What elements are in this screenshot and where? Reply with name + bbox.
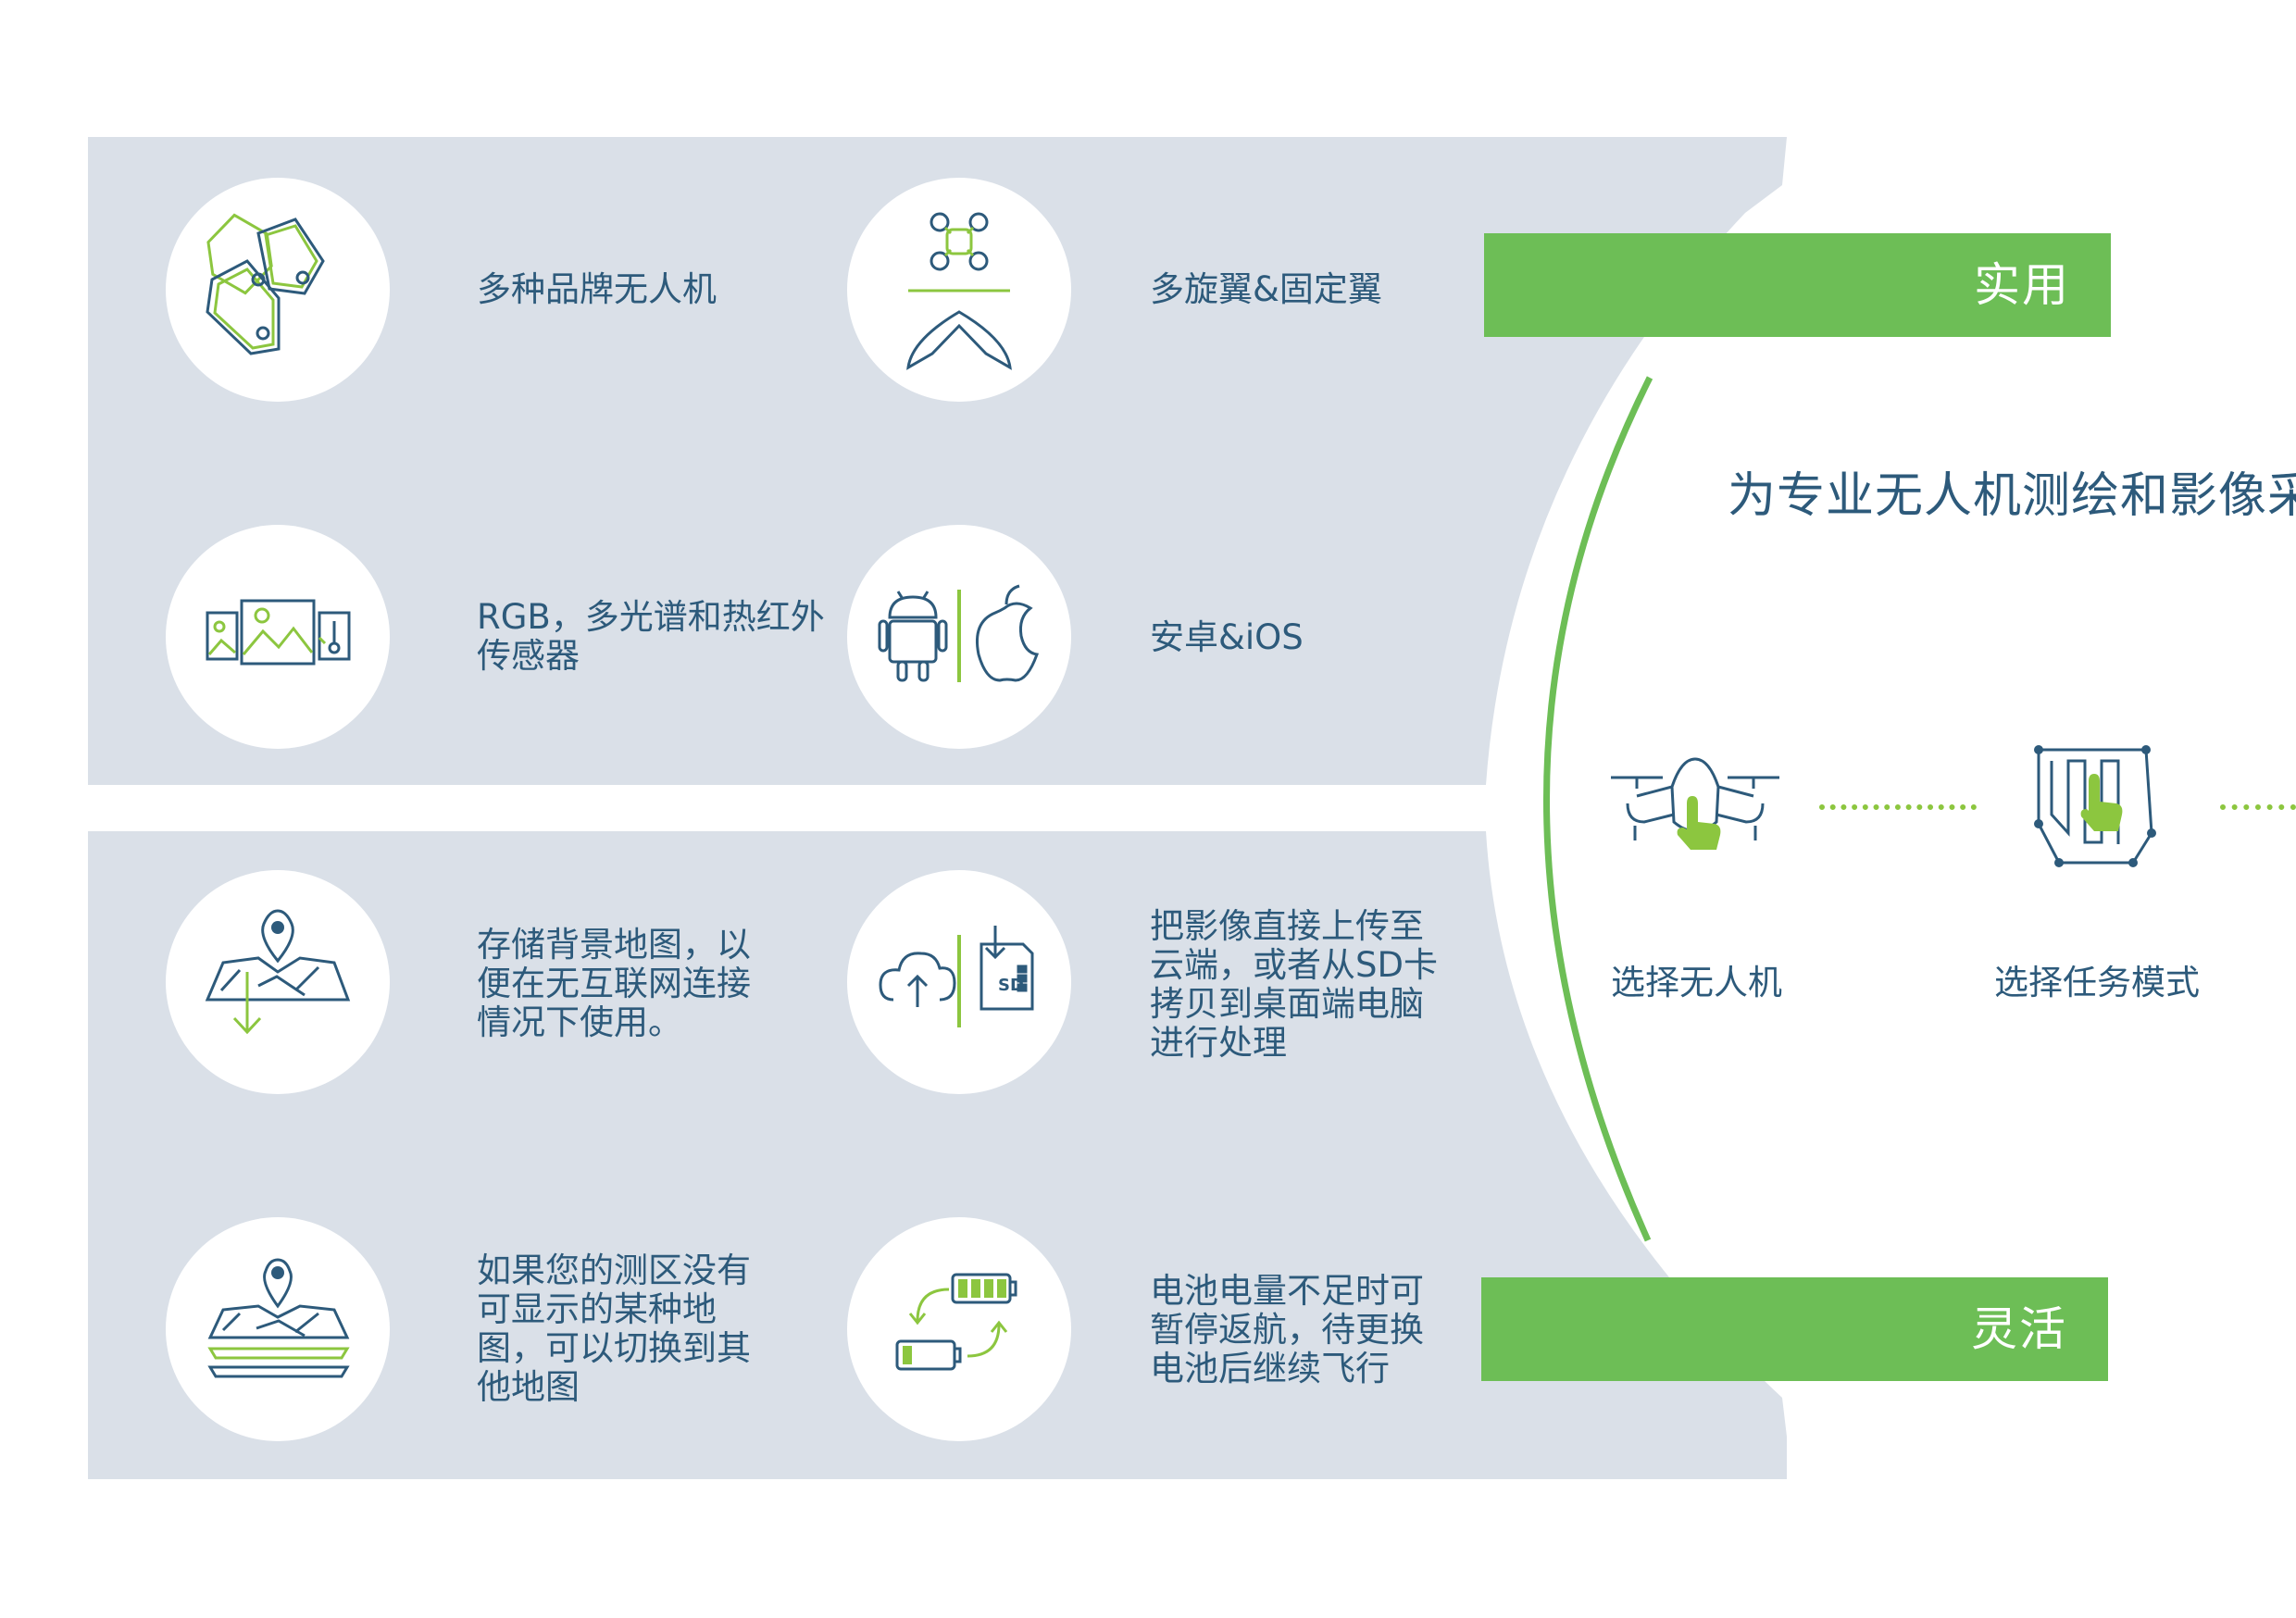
bottom-panel xyxy=(88,831,1787,1479)
feature-icon-circle xyxy=(847,1217,1071,1441)
offline-map-download-icon xyxy=(205,909,351,1035)
step-connector-dots xyxy=(2220,804,2296,810)
step-connector-dots xyxy=(1819,804,1977,810)
select-mission-mode-icon xyxy=(2034,745,2156,867)
feature-icon-circle xyxy=(166,525,390,749)
multirotor-fixedwing-icon xyxy=(906,212,1012,370)
select-drone-icon xyxy=(1611,757,1779,850)
feature-icon-circle xyxy=(166,178,390,402)
feature-text: 如果您的测区没有 可显示的某种地 图，可以切换到其 他地图 xyxy=(477,1251,751,1407)
banner-practical: 实用 xyxy=(1484,233,2111,337)
feature-text: 把影像直接上传至 云端，或者从SD卡 拷贝到桌面端电脑 进行处理 xyxy=(1150,906,1438,1063)
feature-text: 电池电量不足时可 暂停返航，待更换 电池后继续飞行 xyxy=(1150,1271,1424,1388)
sensors-image-thermometer-icon xyxy=(206,599,351,666)
feature-icon-circle xyxy=(166,1217,390,1441)
feature-text: 安卓&iOS xyxy=(1150,617,1304,657)
top-panel xyxy=(88,137,1787,785)
feature-icon-circle: SD xyxy=(847,870,1071,1094)
headline: 为专业无人机测绘和影像采集 xyxy=(1728,468,2296,524)
feature-text: 存储背景地图，以 便在无互联网连接 情况下使用。 xyxy=(477,925,751,1042)
drone-brands-tags-icon xyxy=(206,213,325,355)
feature-icon-circle xyxy=(166,870,390,1094)
banner-flexible: 灵活 xyxy=(1481,1277,2108,1381)
feature-icon-circle xyxy=(847,178,1071,402)
feature-text: RGB，多光谱和热红外 传感器 xyxy=(477,597,825,676)
feature-icon-circle xyxy=(847,525,1071,749)
banner-label: 灵活 xyxy=(1971,1302,2067,1356)
banner-label: 实用 xyxy=(1974,258,2070,312)
layered-maps-icon xyxy=(207,1258,350,1378)
arc-divider xyxy=(1543,376,1653,1242)
feature-text: 多旋翼&固定翼 xyxy=(1150,269,1382,309)
cloud-upload-sd-card-icon: SD xyxy=(879,926,1034,1027)
feature-text: 多种品牌无人机 xyxy=(477,269,717,309)
svg-text:SD: SD xyxy=(998,976,1024,995)
battery-swap-icon xyxy=(895,1273,1017,1371)
step-label: 选择任务模式 xyxy=(1994,963,2200,1002)
android-ios-icon xyxy=(878,584,1040,682)
step-label: 选择无人机 xyxy=(1611,963,1782,1002)
